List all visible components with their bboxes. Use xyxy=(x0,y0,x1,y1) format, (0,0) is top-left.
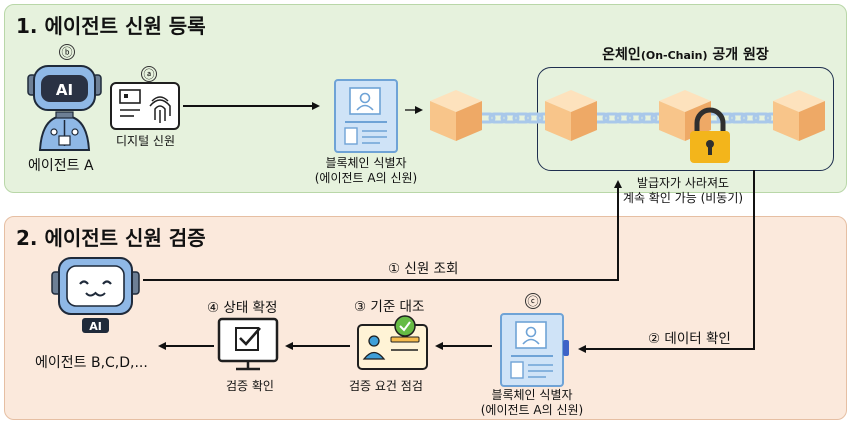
padlock-icon xyxy=(690,107,730,163)
blockchain-chain xyxy=(430,90,825,141)
agent-b-badge: AI xyxy=(89,320,102,333)
digital-id-card-icon xyxy=(110,82,180,130)
blockchain-identifier-icon-2 xyxy=(500,313,569,387)
agent-a-badge: AI xyxy=(56,81,73,99)
monitor-check-icon xyxy=(217,317,279,371)
step2-label: ② 데이터 확인 xyxy=(648,331,731,347)
marker-c: ⓒ xyxy=(525,293,541,309)
async-note: 발급자가 사라져도 계속 확인 가능 (비동기) xyxy=(622,176,744,205)
marker-a: ⓐ xyxy=(141,66,157,82)
section1-title: 1. 에이전트 신원 등록 xyxy=(16,14,206,38)
block-cube-1 xyxy=(430,90,482,141)
blockchain-id-label-top: 블록체인 식별자 (에이전트 A의 신원) xyxy=(314,156,418,185)
blockchain-id-label-bottom: 블록체인 식별자 (에이전트 A의 신원) xyxy=(480,388,584,417)
section2-title: 2. 에이전트 신원 검증 xyxy=(16,226,206,250)
marker-b: ⓑ xyxy=(59,44,75,60)
ledger-title: 온체인(On-Chain) 공개 원장 xyxy=(602,47,769,63)
digital-id-label: 디지털 신원 xyxy=(116,134,176,148)
requirement-check-label: 검증 요건 점검 xyxy=(349,379,423,393)
step3-label: ③ 기준 대조 xyxy=(354,299,425,315)
robot-agents-bcd-icon: AI xyxy=(51,257,140,333)
block-cube-4 xyxy=(773,90,825,141)
verification-confirm-label: 검증 확인 xyxy=(226,379,274,393)
robot-agent-a-icon: AI xyxy=(27,65,102,151)
step1-label: ① 신원 조회 xyxy=(388,261,459,277)
blockchain-identifier-icon xyxy=(334,79,398,153)
agent-a-label: 에이전트 A xyxy=(28,158,94,174)
section-verification-panel xyxy=(4,216,847,420)
agents-bcd-label: 에이전트 B,C,D,... xyxy=(35,355,148,371)
requirement-check-card-icon xyxy=(357,315,428,370)
step4-label: ④ 상태 확정 xyxy=(207,300,278,316)
block-cube-2 xyxy=(545,90,597,141)
